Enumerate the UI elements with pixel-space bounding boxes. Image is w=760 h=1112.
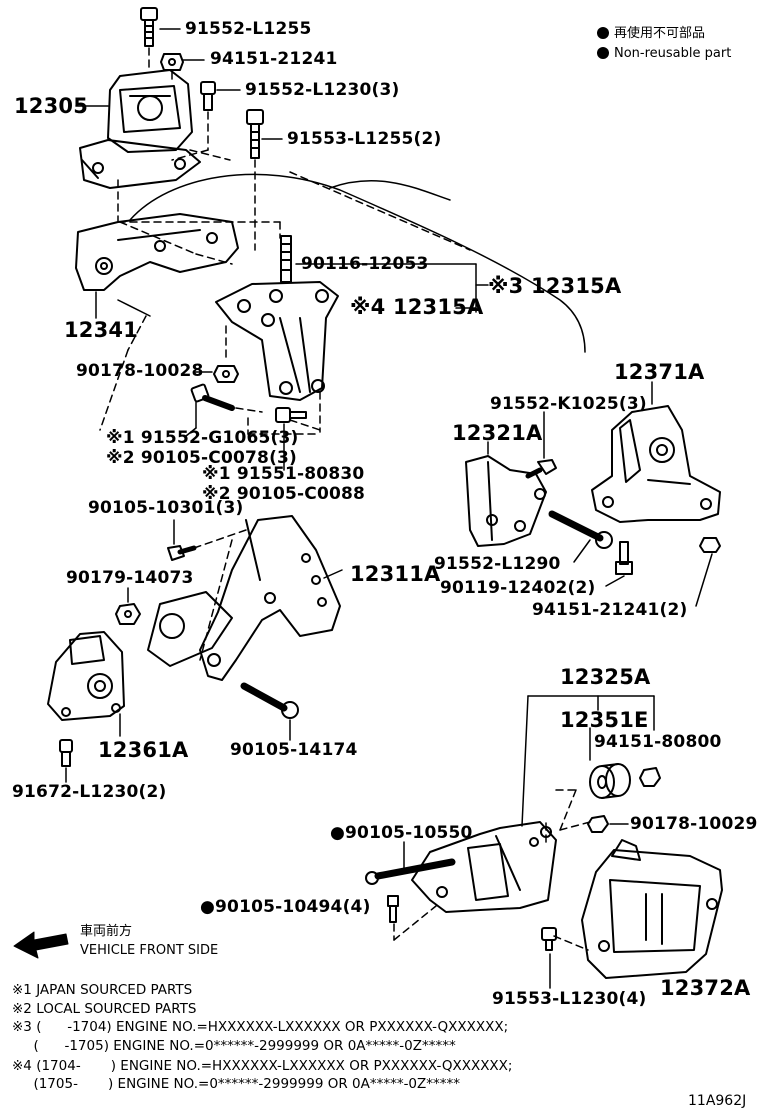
part-label: 91552-K1025(3) bbox=[490, 394, 647, 414]
part-label: ※1 91552-G1065(3) bbox=[106, 428, 299, 448]
part-label: 12311A bbox=[350, 562, 441, 586]
part-label: 12351E bbox=[560, 708, 649, 732]
part-label: 90179-14073 bbox=[66, 568, 194, 588]
footnote: ※4 (1704- ) ENGINE NO.=HXXXXXX-LXXXXXX O… bbox=[12, 1058, 513, 1074]
bolt-90105-14174-icon bbox=[240, 682, 299, 719]
bolt-91552-L1255-icon bbox=[140, 7, 158, 47]
nut-94151-21241-icon bbox=[160, 53, 184, 71]
part-label: 12325A bbox=[560, 665, 651, 689]
engine-outline bbox=[129, 173, 586, 353]
engine-mount-12361A bbox=[47, 631, 125, 721]
part-label: ※1 91551-80830 bbox=[202, 464, 365, 484]
engine-mount-12372A bbox=[581, 839, 723, 979]
part-label: 90178-10029 bbox=[630, 814, 758, 834]
direction-en: VEHICLE FRONT SIDE bbox=[80, 943, 219, 958]
footnote: (1705- ) ENGINE NO.=0******-2999999 OR 0… bbox=[12, 1076, 461, 1092]
bolt-90105-10301-icon bbox=[167, 545, 197, 561]
footnote: ( -1705) ENGINE NO.=0******-2999999 OR 0… bbox=[12, 1038, 456, 1054]
part-label: 12321A bbox=[452, 421, 543, 445]
bracket-12315A bbox=[215, 281, 339, 401]
direction-jp: 車両前方 bbox=[80, 924, 133, 939]
part-label: 12305 bbox=[14, 94, 89, 118]
part-label: 91672-L1230(2) bbox=[12, 782, 167, 802]
figure-code: 11A962J bbox=[688, 1093, 747, 1109]
stud-90116-12053-icon bbox=[280, 235, 292, 283]
part-label: ※2 90105-C0078(3) bbox=[106, 448, 298, 468]
part-label: ※2 90105-C0088 bbox=[202, 484, 366, 504]
part-label: 94151-21241(2) bbox=[532, 600, 688, 620]
bolt-90105-10494-icon bbox=[387, 895, 399, 923]
legend-dot-icon bbox=[597, 47, 609, 59]
bolt-91672-L1230-icon bbox=[59, 739, 73, 767]
part-label: 91553-L1230(4) bbox=[492, 989, 647, 1009]
bolt-91552-L1290-icon bbox=[548, 510, 613, 549]
part-label: 91552-L1230(3) bbox=[245, 80, 400, 100]
legend-dot-icon bbox=[597, 27, 609, 39]
bolt-91551-80830-icon bbox=[275, 407, 307, 423]
part-label: 91552-L1255 bbox=[185, 19, 312, 39]
part-label: 12371A bbox=[614, 360, 705, 384]
bracket-12311A bbox=[147, 515, 341, 681]
legend-non-reusable: Non-reusable part bbox=[614, 46, 732, 61]
bolt-90105-10550-icon bbox=[365, 858, 456, 885]
bolt-91553-L1255-icon bbox=[246, 109, 264, 159]
part-label: 94151-21241 bbox=[210, 49, 338, 69]
bolt-90119-12402-icon bbox=[615, 541, 633, 575]
part-label: ※3 12315A bbox=[488, 274, 622, 298]
part-label: 90119-12402(2) bbox=[440, 578, 596, 598]
nut-90178-10028-icon bbox=[213, 365, 239, 383]
bolt-91552-L1230-icon bbox=[200, 81, 216, 111]
part-label: 94151-80800 bbox=[594, 732, 722, 752]
nut-90179-14073-icon bbox=[115, 603, 141, 625]
bushing-12351E bbox=[589, 763, 631, 799]
footnote: ※3 ( -1704) ENGINE NO.=HXXXXXX-LXXXXXX O… bbox=[12, 1019, 509, 1035]
bracket-12321A bbox=[465, 455, 547, 547]
engine-mount-12305 bbox=[79, 69, 201, 189]
bolt-91552-G1065-icon bbox=[190, 383, 235, 411]
part-label: ●90105-10550 bbox=[330, 823, 473, 843]
legend-jp: 再使用不可部品 bbox=[614, 26, 706, 41]
engine-mount-12371A bbox=[591, 405, 721, 523]
part-label: 12372A bbox=[660, 976, 751, 1000]
vehicle-front-arrow-icon bbox=[13, 931, 69, 959]
part-label: 90105-10301(3) bbox=[88, 498, 244, 518]
footnote: ※2 LOCAL SOURCED PARTS bbox=[12, 1001, 197, 1017]
part-label: 90105-14174 bbox=[230, 740, 358, 760]
part-label: 90116-12053 bbox=[301, 254, 429, 274]
footnote: ※1 JAPAN SOURCED PARTS bbox=[12, 982, 193, 998]
nut-94151-21241-2-icon bbox=[699, 537, 721, 553]
bolt-91552-K1025-icon bbox=[525, 459, 557, 479]
alignment-lines bbox=[117, 47, 471, 265]
part-label: 91553-L1255(2) bbox=[287, 129, 442, 149]
bracket-lower bbox=[411, 821, 557, 913]
part-label: 91552-L1290 bbox=[434, 554, 561, 574]
part-label: ●90105-10494(4) bbox=[200, 897, 371, 917]
bolt-91553-L1230-icon bbox=[541, 927, 557, 951]
part-label: 12361A bbox=[98, 738, 189, 762]
nut-94151-80800-icon bbox=[639, 767, 661, 787]
part-label: 12341 bbox=[64, 318, 139, 342]
nut-90178-10029-icon bbox=[587, 815, 609, 833]
bracket-12341 bbox=[75, 213, 239, 291]
part-label: ※4 12315A bbox=[350, 295, 484, 319]
part-label: 90178-10028 bbox=[76, 361, 204, 381]
